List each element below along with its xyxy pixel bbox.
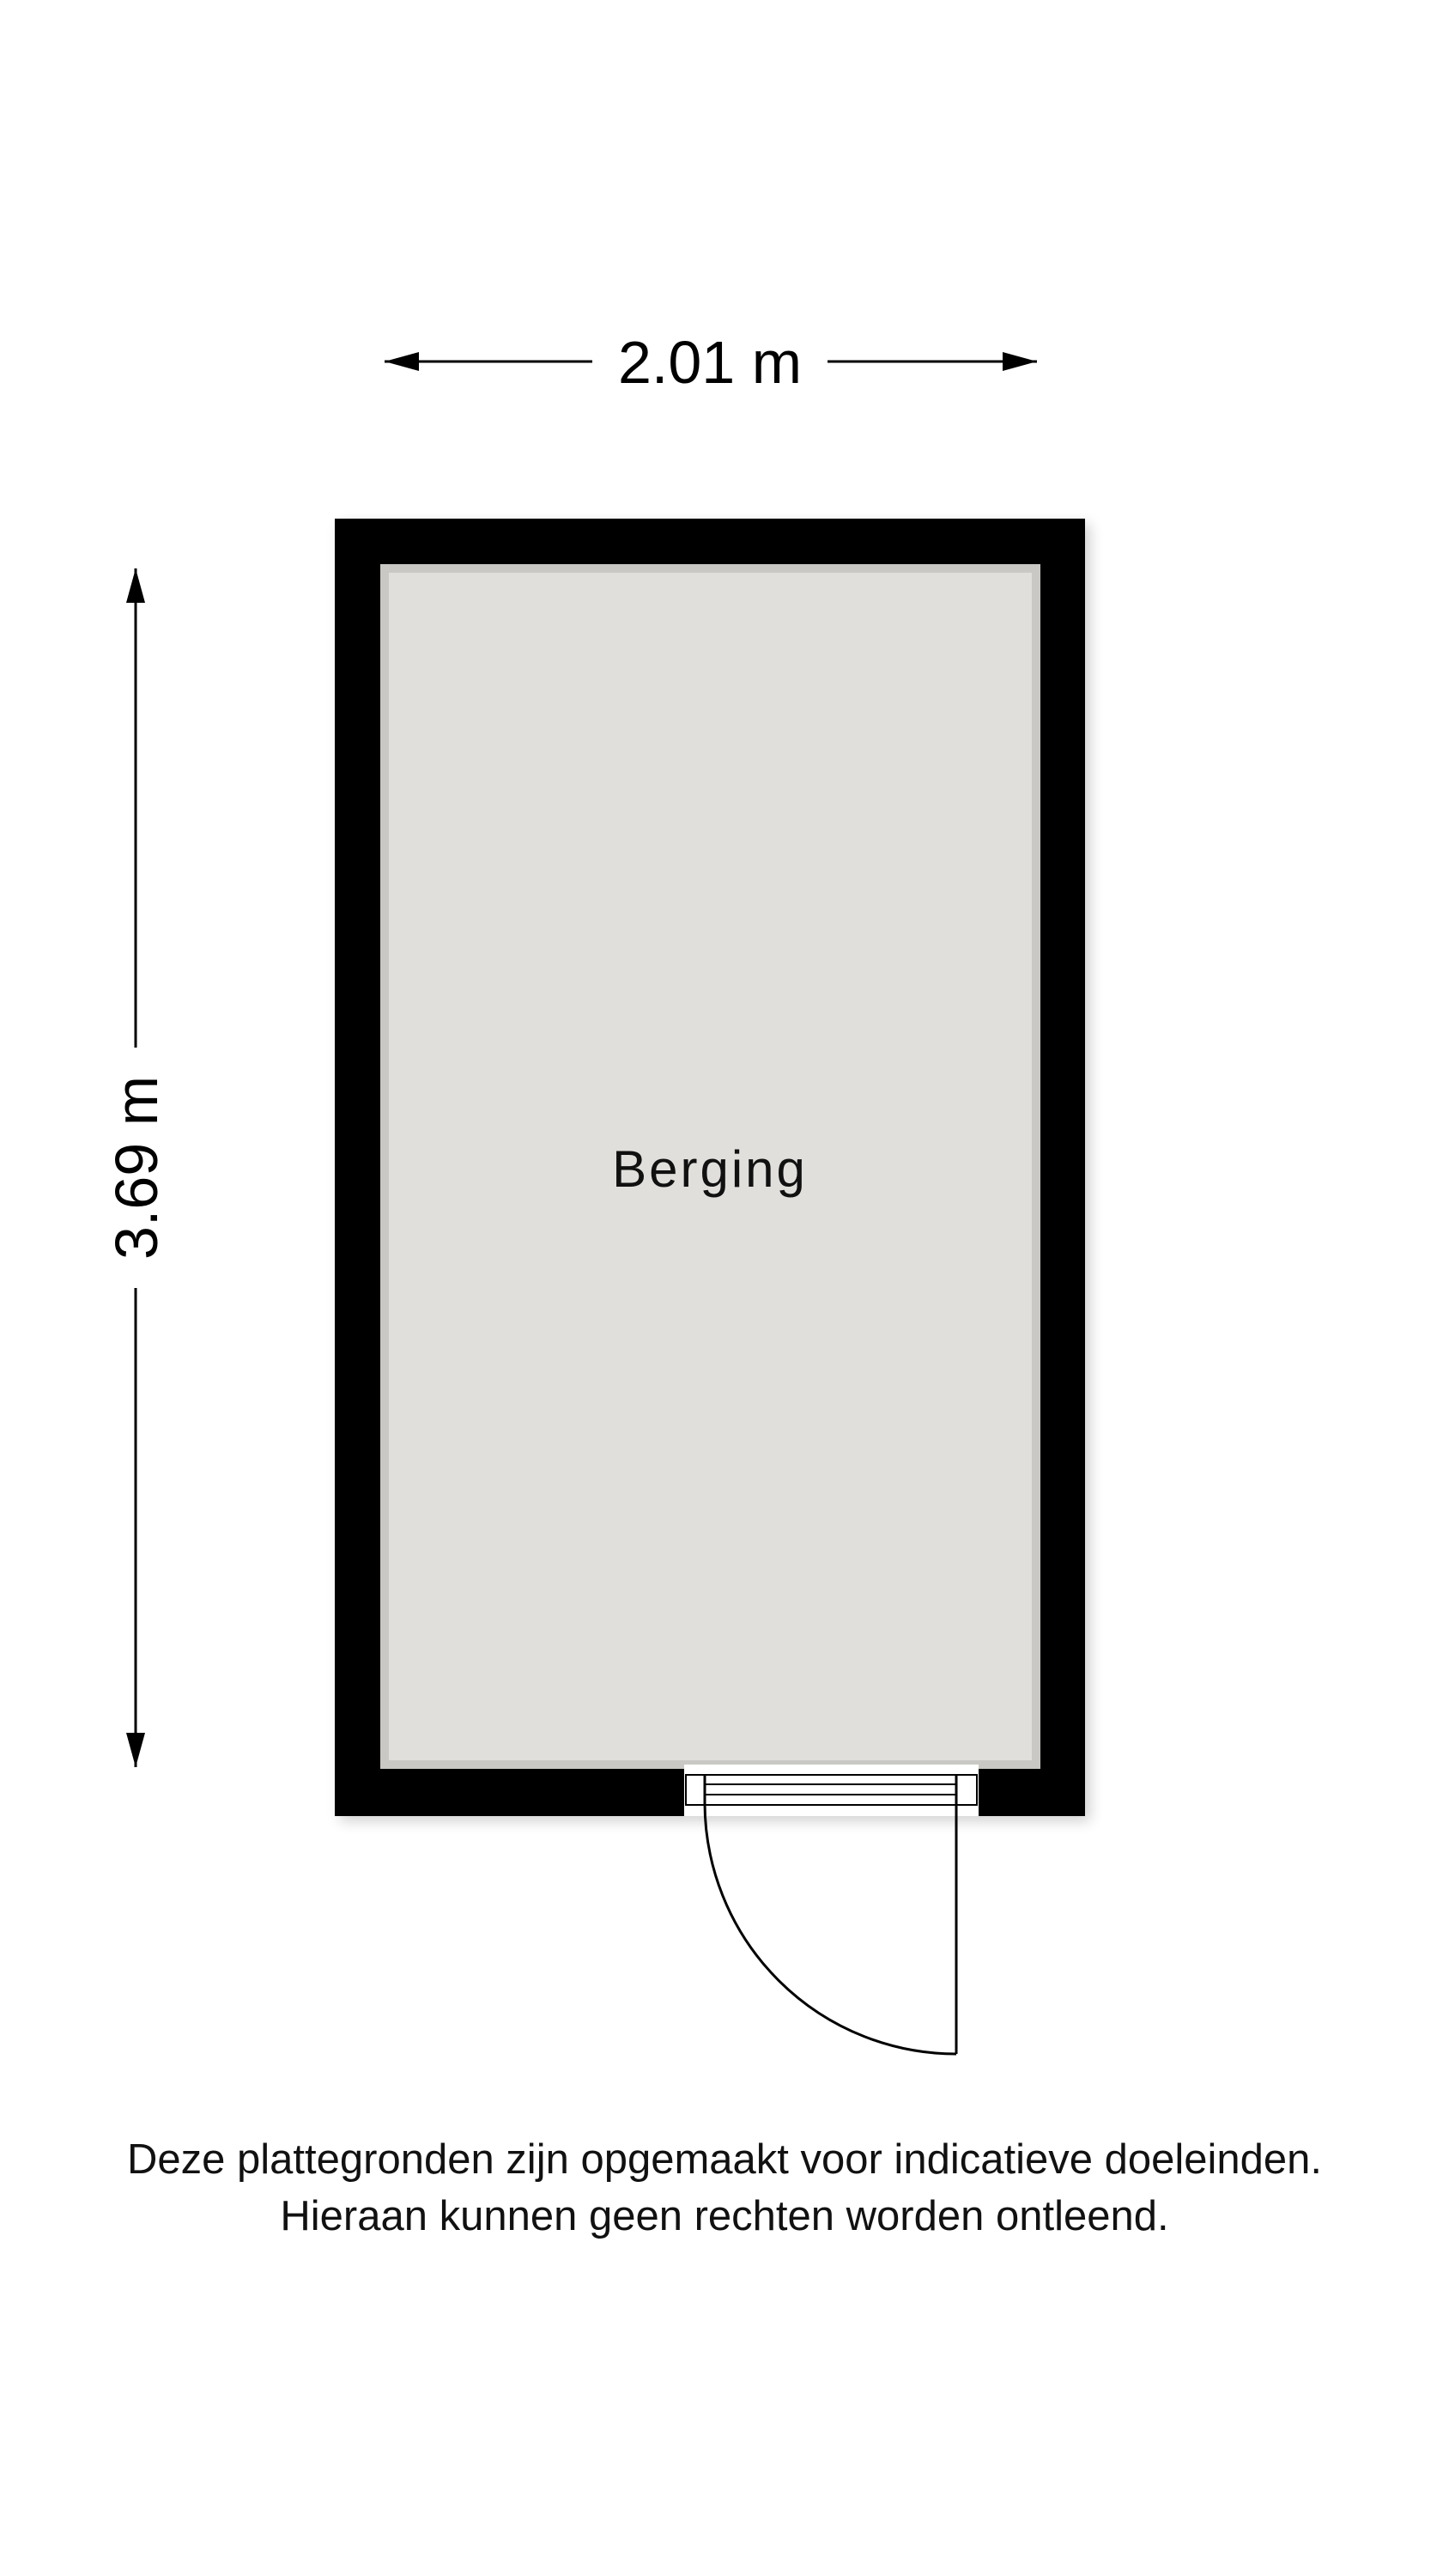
room-label-berging: Berging	[612, 1140, 808, 1198]
door-swing-arc	[703, 1802, 957, 2056]
disclaimer-line-1: Deze plattegronden zijn opgemaakt voor i…	[127, 2136, 1322, 2183]
door	[684, 1765, 979, 2056]
disclaimer-line-2: Hieraan kunnen geen rechten worden ontle…	[280, 2193, 1169, 2239]
floor-berging	[385, 568, 1036, 1765]
width-dimension: 2.01 m	[385, 329, 1037, 396]
disclaimer: Deze plattegronden zijn opgemaakt voor i…	[0, 2131, 1449, 2245]
width-label: 2.01 m	[618, 329, 802, 396]
height-dimension: 3.69 m	[103, 568, 170, 1767]
height-label: 3.69 m	[103, 1076, 170, 1260]
